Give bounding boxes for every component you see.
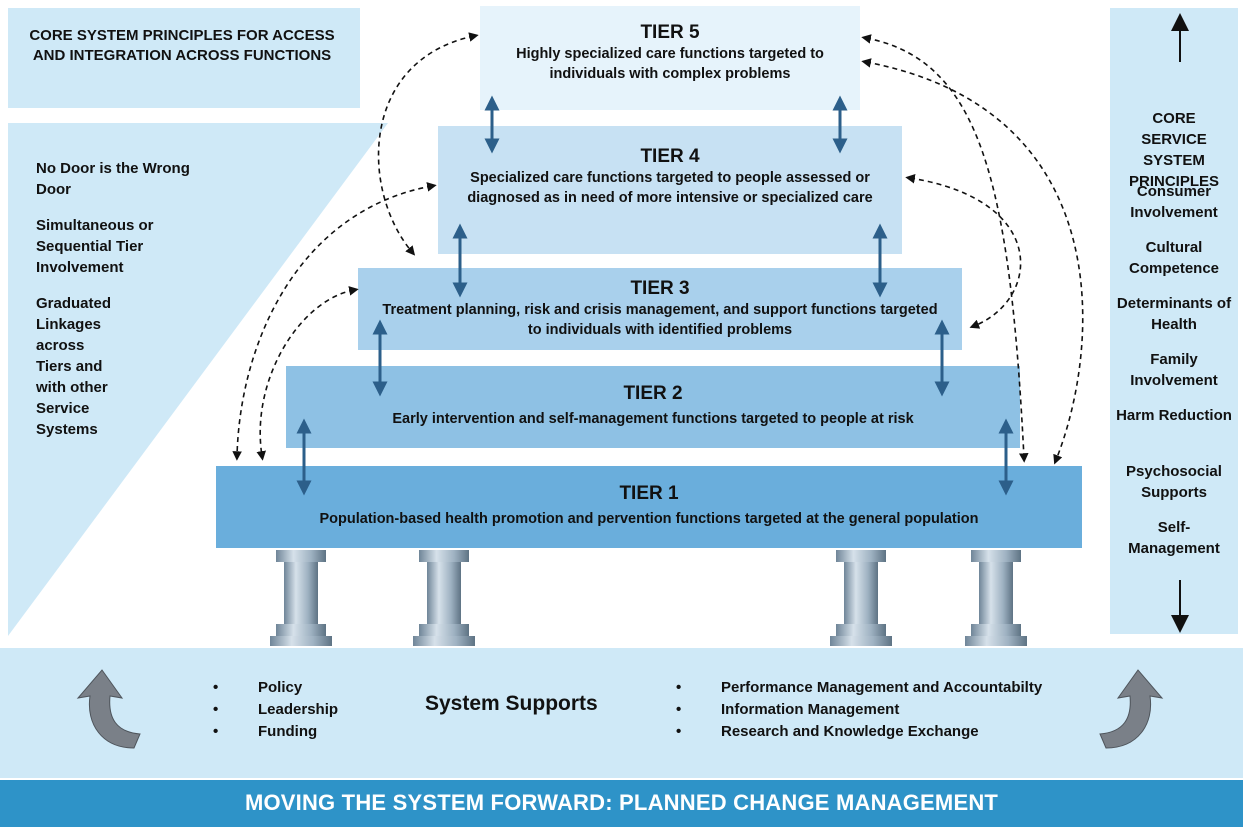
tier-4-box: TIER 4 Specialized care functions target… — [438, 126, 902, 254]
right-principle: Harm Reduction — [1116, 407, 1232, 424]
tier-title: TIER 5 — [640, 22, 700, 43]
tier-description: Early intervention and self-management f… — [392, 411, 914, 427]
tier-title: TIER 1 — [619, 483, 679, 504]
left-principle: Graduated Linkages across Tiers and with… — [36, 295, 112, 438]
tier-title: TIER 4 — [640, 146, 700, 167]
pillar — [413, 550, 475, 646]
right-principle: Cultural Competence — [1128, 239, 1220, 277]
support-item: Leadership — [213, 699, 338, 721]
tier-title: TIER 3 — [630, 278, 690, 299]
tier-description: Treatment planning, risk and crisis mana… — [382, 302, 938, 338]
tier-description: Population-based health promotion and pe… — [319, 511, 979, 527]
tier-2-box: TIER 2 Early intervention and self-manag… — [286, 366, 1020, 448]
support-item: Policy — [213, 677, 338, 699]
right-principle: Psychosocial Supports — [1126, 463, 1222, 501]
support-item: Information Management — [676, 699, 1042, 721]
right-principle: Determinants of Health — [1116, 295, 1232, 333]
system-supports-band — [0, 648, 1243, 778]
right-principle: Consumer Involvement — [1130, 183, 1218, 221]
pillar — [965, 550, 1027, 646]
tier-title: TIER 2 — [623, 383, 683, 404]
right-panel — [1110, 8, 1238, 634]
right-principle: Family Involvement — [1130, 351, 1218, 389]
left-principles-list: No Door is the Wrong Door Simultaneous o… — [36, 158, 226, 455]
support-item: Research and Knowledge Exchange — [676, 721, 1042, 743]
supports-left-list: Policy Leadership Funding — [213, 677, 338, 743]
banner-text: MOVING THE SYSTEM FORWARD: PLANNED CHANG… — [244, 790, 999, 815]
supports-right-list: Performance Management and Accountabilty… — [676, 677, 1042, 743]
tier-description: Highly specialized care functions target… — [516, 46, 824, 82]
tier-5-box: TIER 5 Highly specialized care functions… — [480, 6, 860, 110]
right-principle: Self-Management — [1128, 519, 1220, 557]
left-principle: Simultaneous or Sequential Tier Involvem… — [36, 217, 154, 276]
support-item: Funding — [213, 721, 338, 743]
right-principles-list: Consumer Involvement Cultural Competence… — [1112, 181, 1236, 573]
bottom-banner — [0, 780, 1243, 827]
right-panel-title: CORE SERVICE SYSTEM PRINCIPLES — [1128, 110, 1219, 190]
support-item: Performance Management and Accountabilty — [676, 677, 1042, 699]
tier-description: Specialized care functions targeted to p… — [467, 170, 873, 206]
pillar — [830, 550, 892, 646]
header-box — [8, 8, 360, 108]
header-title: CORE SYSTEM PRINCIPLES FOR ACCESS AND IN… — [29, 27, 335, 64]
supports-title: System Supports — [425, 692, 598, 715]
tier-1-box: TIER 1 Population-based health promotion… — [216, 466, 1082, 548]
left-principle: No Door is the Wrong Door — [36, 160, 190, 198]
tier-3-box: TIER 3 Treatment planning, risk and cris… — [358, 268, 962, 350]
pillar — [270, 550, 332, 646]
